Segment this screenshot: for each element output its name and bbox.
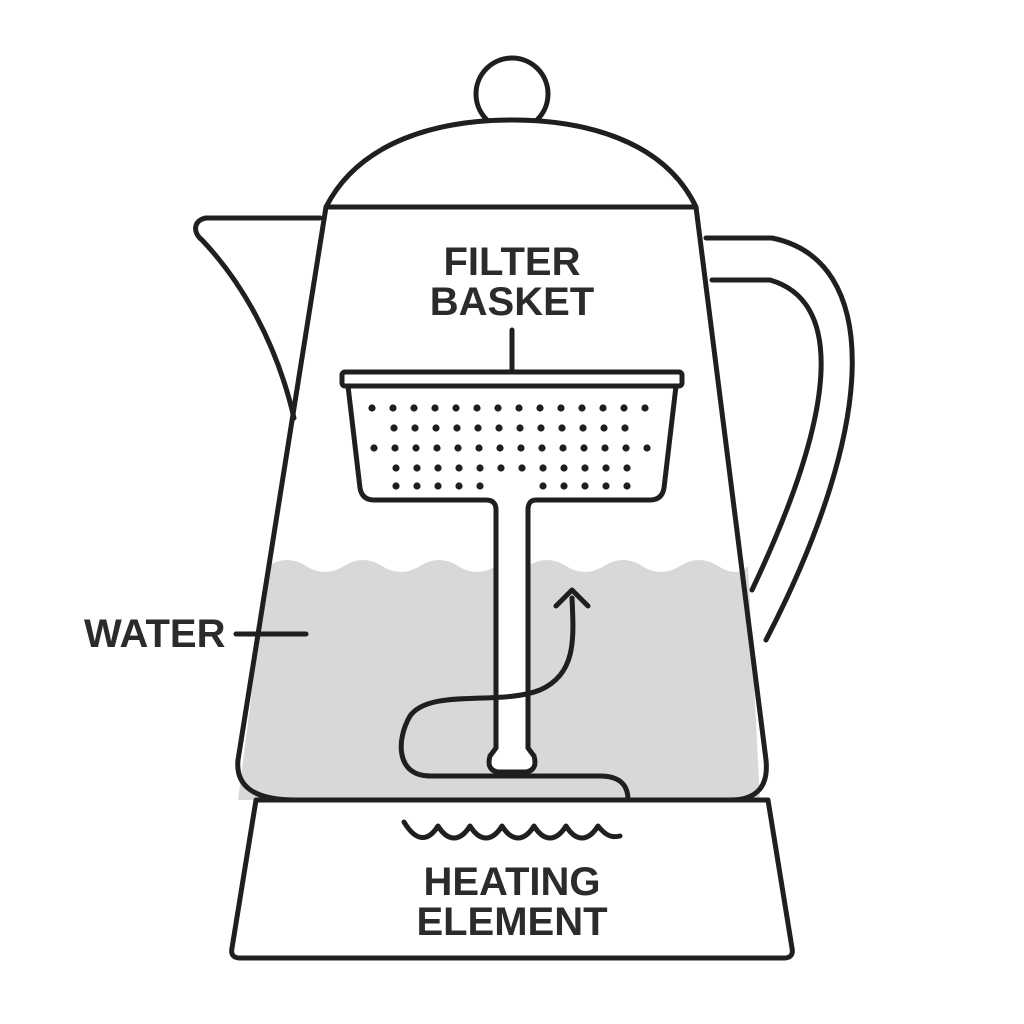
filter-basket-label-line1: FILTER xyxy=(443,240,581,284)
basket-hole xyxy=(389,404,397,412)
kettle-spout xyxy=(193,215,323,421)
heating-coil-icon xyxy=(401,819,623,841)
basket-hole xyxy=(431,404,439,412)
flow-arrow-head xyxy=(553,587,591,609)
basket-hole xyxy=(476,482,484,490)
basket-hole xyxy=(643,444,651,452)
basket-hole xyxy=(391,444,399,452)
filter-basket-label: FILTER BASKET xyxy=(412,242,612,322)
basket-hole xyxy=(536,404,544,412)
basket-hole xyxy=(455,482,463,490)
basket-hole xyxy=(432,424,440,432)
basket-hole xyxy=(433,444,441,452)
basket-hole xyxy=(473,404,481,412)
basket-hole xyxy=(455,464,463,472)
basket-hole xyxy=(368,404,376,412)
basket-hole xyxy=(579,424,587,432)
basket-hole xyxy=(621,424,629,432)
basket-hole xyxy=(412,444,420,452)
basket-hole xyxy=(515,404,523,412)
basket-hole xyxy=(410,404,418,412)
filter-basket-label-line2: BASKET xyxy=(429,280,595,324)
basket-hole xyxy=(475,444,483,452)
heating-element-label: HEATING ELEMENT xyxy=(392,862,632,942)
basket-hole xyxy=(392,482,400,490)
basket-hole xyxy=(560,482,568,490)
basket-hole xyxy=(413,464,421,472)
lid-dome xyxy=(323,117,699,210)
basket-hole xyxy=(539,482,547,490)
heating-element-label-line2: ELEMENT xyxy=(416,900,608,944)
basket-hole xyxy=(411,424,419,432)
basket-hole xyxy=(518,464,526,472)
basket-hole xyxy=(495,424,503,432)
basket-bowl xyxy=(345,383,679,775)
heating-element-label-line1: HEATING xyxy=(423,860,601,904)
basket-hole xyxy=(517,444,525,452)
basket-hole xyxy=(452,404,460,412)
water-label: WATER xyxy=(84,614,228,654)
basket-hole xyxy=(578,404,586,412)
basket-hole xyxy=(434,482,442,490)
basket-hole xyxy=(641,404,649,412)
basket-hole xyxy=(623,464,631,472)
basket-hole xyxy=(370,444,378,452)
basket-hole xyxy=(537,424,545,432)
basket-hole xyxy=(622,444,630,452)
basket-hole xyxy=(559,444,567,452)
basket-hole xyxy=(580,444,588,452)
basket-hole xyxy=(557,404,565,412)
kettle-handle xyxy=(703,235,855,643)
basket-hole xyxy=(434,464,442,472)
basket-holes xyxy=(368,404,651,490)
basket-hole xyxy=(516,424,524,432)
basket-hole xyxy=(413,482,421,490)
basket-hole xyxy=(474,424,482,432)
basket-hole xyxy=(601,444,609,452)
basket-hole xyxy=(600,424,608,432)
basket-hole xyxy=(494,404,502,412)
basket-hole xyxy=(581,482,589,490)
basket-hole xyxy=(390,424,398,432)
basket-hole xyxy=(497,464,505,472)
basket-hole xyxy=(560,464,568,472)
basket-hole xyxy=(602,482,610,490)
kettle-handle-inner xyxy=(709,277,824,593)
water-label-text: WATER xyxy=(84,612,226,656)
basket-hole xyxy=(620,404,628,412)
basket-hole xyxy=(623,482,631,490)
basket-hole xyxy=(453,424,461,432)
basket-hole xyxy=(539,464,547,472)
basket-hole xyxy=(602,464,610,472)
basket-hole xyxy=(599,404,607,412)
basket-hole xyxy=(392,464,400,472)
basket-hole xyxy=(454,444,462,452)
basket-hole xyxy=(581,464,589,472)
basket-hole xyxy=(476,464,484,472)
basket-hole xyxy=(496,444,504,452)
flow-arrow xyxy=(398,595,631,803)
heater-base xyxy=(229,797,795,961)
basket-hole xyxy=(538,444,546,452)
basket-hole xyxy=(558,424,566,432)
